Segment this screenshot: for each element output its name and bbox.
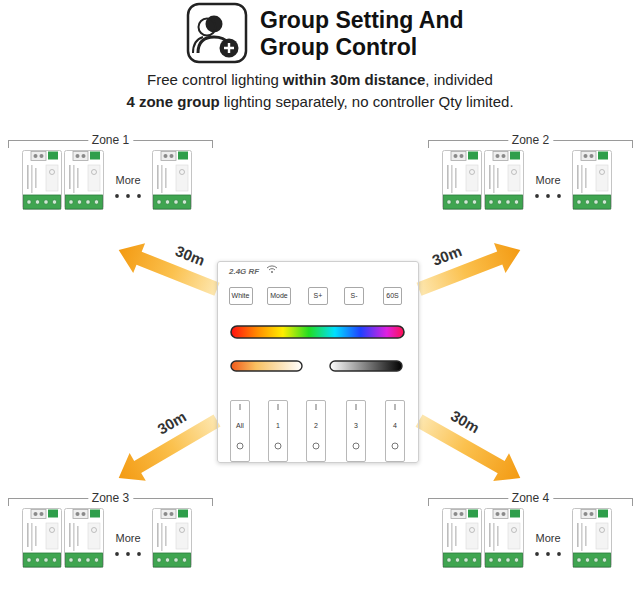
icon-plus: [224, 43, 234, 53]
icon-body-back: [193, 37, 203, 53]
subtitle-text: within 30m distance: [283, 70, 426, 90]
temperature-slider: [231, 361, 302, 371]
zone-button: 4: [385, 400, 405, 462]
button-label: 3: [354, 421, 358, 431]
controller-modules: [23, 151, 612, 568]
zone-group: Zone 3 More: [8, 478, 213, 590]
controller-module: [485, 151, 524, 210]
brightness-slider: [330, 361, 402, 371]
zone-group: Zone 4 More: [428, 478, 633, 590]
rf-label: 2.4G RF: [229, 267, 259, 277]
group-icon: [188, 4, 246, 62]
controller-module: [443, 151, 482, 210]
controller-module: [65, 151, 104, 210]
icon-frame: [188, 4, 246, 62]
button-label: 4: [393, 421, 397, 431]
button-label: All: [236, 421, 244, 431]
zone-button-marks: [240, 404, 395, 410]
zone-button: 1: [268, 400, 288, 462]
zone-group: Zone 2 More: [428, 132, 633, 250]
function-button: S+: [308, 287, 328, 305]
zone-button-leds: [237, 443, 398, 449]
function-button: 60S: [383, 287, 402, 305]
zone-group: Zone 1 More: [8, 132, 213, 250]
icon-head-back: [199, 19, 216, 36]
button-label: 1: [276, 421, 280, 431]
more-label: More: [115, 173, 140, 187]
panel-details: [231, 266, 404, 449]
zone-heading: Zone 3: [88, 490, 133, 506]
subtitle-line: Free control lightingwithin 30m distance…: [0, 70, 640, 90]
controller-module: [153, 509, 192, 568]
title: Group Setting And Group Control: [260, 7, 475, 61]
controller-module: [23, 509, 62, 568]
more-label: More: [115, 531, 140, 545]
subtitle-text: , individed: [425, 70, 493, 90]
button-label: White: [232, 291, 250, 301]
button-label: S+: [314, 291, 323, 301]
zone-heading: Zone 1: [88, 132, 133, 148]
more-label: More: [535, 531, 560, 545]
controller-module: [153, 151, 192, 210]
button-label: Mode: [270, 291, 288, 301]
function-button: S-: [344, 287, 364, 305]
color-slider: [231, 326, 404, 338]
wireless-symbol: [267, 266, 277, 270]
subtitle-text: lighting separately, no controller Qty l…: [224, 92, 514, 112]
wireless-dot: [271, 271, 273, 273]
controller-module: [573, 151, 612, 210]
button-label: S-: [351, 291, 358, 301]
function-button: White: [229, 287, 253, 305]
zone-button: 2: [306, 400, 326, 462]
zone-heading: Zone 4: [508, 490, 553, 506]
controller-module: [23, 151, 62, 210]
button-label: 60S: [386, 291, 398, 301]
button-label: 2: [314, 421, 318, 431]
icon-plus-disc: [220, 39, 239, 58]
ellipsis-dots: [115, 194, 561, 556]
subtitle-line: 4 zone grouplighting separately, no cont…: [0, 92, 640, 112]
controller-module: [65, 509, 104, 568]
controller-module: [485, 509, 524, 568]
controller-module: [573, 509, 612, 568]
zone-heading: Zone 2: [508, 132, 553, 148]
wall-panel-remote: 2.4G RF White Mode S+ S- 60S All 1 2 3 4: [217, 261, 419, 463]
controller-module: [443, 509, 482, 568]
zone-button: All: [230, 400, 250, 462]
zone-button: 3: [346, 400, 366, 462]
function-button: Mode: [267, 287, 291, 305]
subtitle-text: Free control lighting: [147, 70, 279, 90]
more-label: More: [535, 173, 560, 187]
subtitle-text: 4 zone group: [126, 92, 219, 112]
